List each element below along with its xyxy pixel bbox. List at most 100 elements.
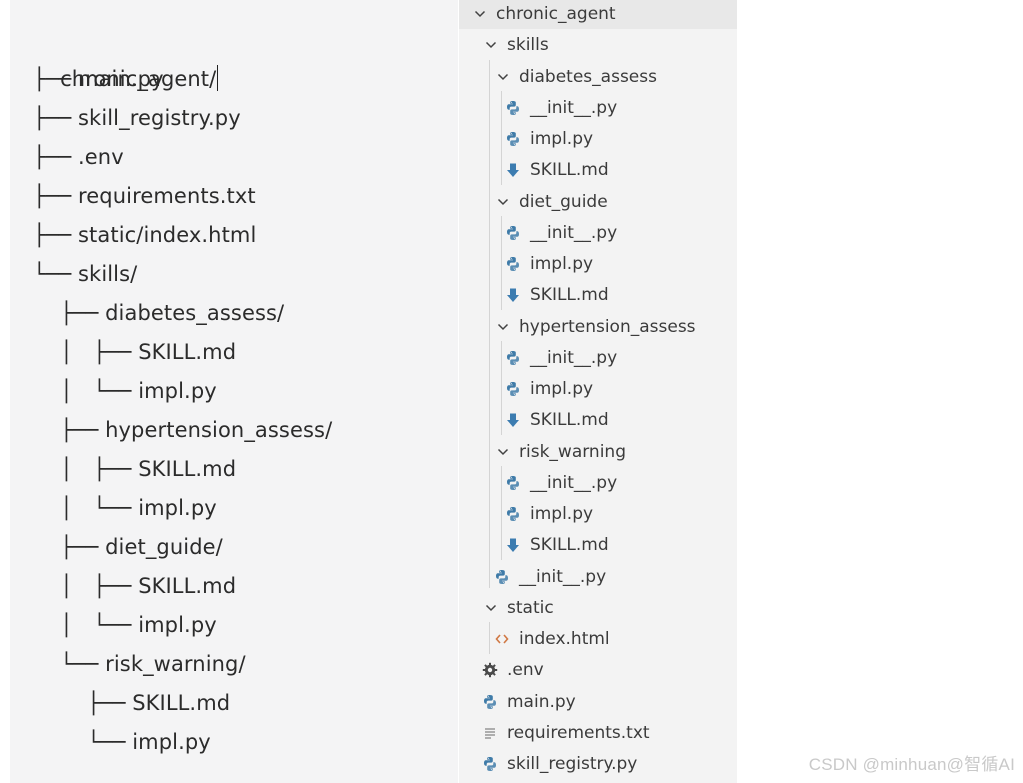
ascii-tree-line: ├── static/index.html <box>33 216 256 255</box>
ascii-tree-entry-name: SKILL.md <box>138 574 237 598</box>
explorer-item-label: SKILL.md <box>530 534 609 555</box>
ascii-tree-line: ├── main.py <box>33 60 164 99</box>
ascii-tree-entry-name: skills/ <box>78 262 138 286</box>
ascii-tree-line: ├── skill_registry.py <box>33 99 241 138</box>
explorer-file-row[interactable]: __init__.py <box>459 217 737 248</box>
explorer-file-row[interactable]: SKILL.md <box>459 529 737 560</box>
explorer-item-label: requirements.txt <box>507 722 650 743</box>
ascii-tree-line: ├── hypertension_assess/ <box>33 411 332 450</box>
explorer-item-label: static <box>507 597 554 618</box>
ascii-tree-branch: │ └── <box>33 379 139 403</box>
ascii-tree-branch: ├── <box>33 145 79 169</box>
ascii-tree-branch: ├── <box>33 184 79 208</box>
markdown-download-icon <box>505 162 521 178</box>
explorer-file-row[interactable]: __init__.py <box>459 342 737 373</box>
explorer-file-row[interactable]: skill_registry.py <box>459 748 737 779</box>
explorer-file-row[interactable]: SKILL.md <box>459 154 737 185</box>
ascii-tree-entry-name: requirements.txt <box>78 184 256 208</box>
explorer-item-label: __init__.py <box>530 222 618 243</box>
ascii-tree-line: │ ├── SKILL.md <box>33 333 236 372</box>
ascii-tree-line: ├── SKILL.md <box>33 684 230 723</box>
ascii-tree-entry-name: .env <box>78 145 124 169</box>
explorer-file-row[interactable]: index.html <box>459 623 737 654</box>
explorer-item-label: hypertension_assess <box>519 316 696 337</box>
ascii-tree-root-label: chronic_agent/ <box>60 67 217 91</box>
ascii-tree-branch: └── <box>33 730 133 754</box>
ascii-tree-branch: ├── <box>33 67 79 91</box>
ascii-tree-branch: │ ├── <box>33 457 139 481</box>
chevron-down-icon[interactable] <box>496 445 510 459</box>
ascii-tree-line: │ ├── SKILL.md <box>33 567 236 606</box>
python-icon <box>505 506 521 522</box>
explorer-file-row[interactable]: main.py <box>459 686 737 717</box>
chevron-down-icon[interactable] <box>496 70 510 84</box>
ascii-tree-entry-name: static/index.html <box>78 223 257 247</box>
chevron-down-icon[interactable] <box>484 601 498 615</box>
ascii-tree-branch: ├── <box>33 535 106 559</box>
indent-guide <box>489 622 490 654</box>
explorer-file-row[interactable]: impl.py <box>459 373 737 404</box>
gear-icon <box>482 662 498 678</box>
ascii-tree-entry-name: diet_guide/ <box>105 535 223 559</box>
explorer-item-label: __init__.py <box>530 347 618 368</box>
indent-guide <box>501 341 502 435</box>
explorer-folder-row[interactable]: static <box>459 592 737 623</box>
explorer-file-row[interactable]: impl.py <box>459 498 737 529</box>
ascii-tree-branch: ├── <box>33 691 133 715</box>
explorer-item-label: SKILL.md <box>530 284 609 305</box>
python-icon <box>505 475 521 491</box>
explorer-file-row[interactable]: impl.py <box>459 248 737 279</box>
explorer-file-row[interactable]: .env <box>459 654 737 685</box>
explorer-file-row[interactable]: SKILL.md <box>459 404 737 435</box>
explorer-folder-row[interactable]: risk_warning <box>459 436 737 467</box>
ascii-tree-branch: ├── <box>33 301 106 325</box>
explorer-folder-row[interactable]: chronic_agent <box>459 0 737 29</box>
ascii-tree-line: ├── diabetes_assess/ <box>33 294 284 333</box>
explorer-item-label: diet_guide <box>519 191 608 212</box>
chevron-down-icon[interactable] <box>484 38 498 52</box>
ascii-tree-entry-name: SKILL.md <box>138 340 237 364</box>
ascii-tree-line: └── risk_warning/ <box>33 645 246 684</box>
python-icon <box>482 756 498 772</box>
ascii-tree-root: chronic_agent/ <box>33 21 219 91</box>
explorer-folder-row[interactable]: hypertension_assess <box>459 311 737 342</box>
ascii-tree-line: ├── .env <box>33 138 124 177</box>
markdown-download-icon <box>505 537 521 553</box>
ascii-tree-entry-name: impl.py <box>132 730 211 754</box>
explorer-file-row[interactable]: __init__.py <box>459 92 737 123</box>
ascii-tree-entry-name: impl.py <box>138 496 217 520</box>
ascii-tree-entry-name: main.py <box>78 67 164 91</box>
explorer-item-label: chronic_agent <box>496 3 616 24</box>
explorer-folder-row[interactable]: diet_guide <box>459 186 737 217</box>
explorer-item-label: __init__.py <box>530 472 618 493</box>
explorer-item-label: diabetes_assess <box>519 66 657 87</box>
explorer-item-label: impl.py <box>530 503 594 524</box>
explorer-item-label: skills <box>507 34 549 55</box>
ascii-tree-line: │ └── impl.py <box>33 606 217 645</box>
ascii-tree-branch: ├── <box>33 223 79 247</box>
explorer-file-row[interactable]: SKILL.md <box>459 279 737 310</box>
ascii-tree-entry-name: SKILL.md <box>132 691 231 715</box>
ascii-tree-branch: └── <box>33 262 79 286</box>
ascii-tree-line: │ └── impl.py <box>33 489 217 528</box>
ascii-tree-entry-name: risk_warning/ <box>105 652 246 676</box>
ascii-tree-line: │ ├── SKILL.md <box>33 450 236 489</box>
explorer-folder-row[interactable]: diabetes_assess <box>459 61 737 92</box>
explorer-item-label: .env <box>507 659 544 680</box>
explorer-file-row[interactable]: impl.py <box>459 123 737 154</box>
explorer-item-label: impl.py <box>530 128 594 149</box>
explorer-file-row[interactable]: __init__.py <box>459 561 737 592</box>
ascii-tree-line: └── skills/ <box>33 255 137 294</box>
chevron-down-icon[interactable] <box>496 320 510 334</box>
ascii-tree-entry-name: diabetes_assess/ <box>105 301 285 325</box>
explorer-item-label: main.py <box>507 691 576 712</box>
ascii-tree-line: ├── diet_guide/ <box>33 528 223 567</box>
explorer-file-row[interactable]: __init__.py <box>459 467 737 498</box>
explorer-folder-row[interactable]: skills <box>459 29 737 60</box>
chevron-down-icon[interactable] <box>473 7 487 21</box>
explorer-file-row[interactable]: requirements.txt <box>459 717 737 748</box>
indent-guide <box>501 466 502 560</box>
explorer-item-label: index.html <box>519 628 610 649</box>
chevron-down-icon[interactable] <box>496 195 510 209</box>
explorer-item-label: risk_warning <box>519 441 626 462</box>
